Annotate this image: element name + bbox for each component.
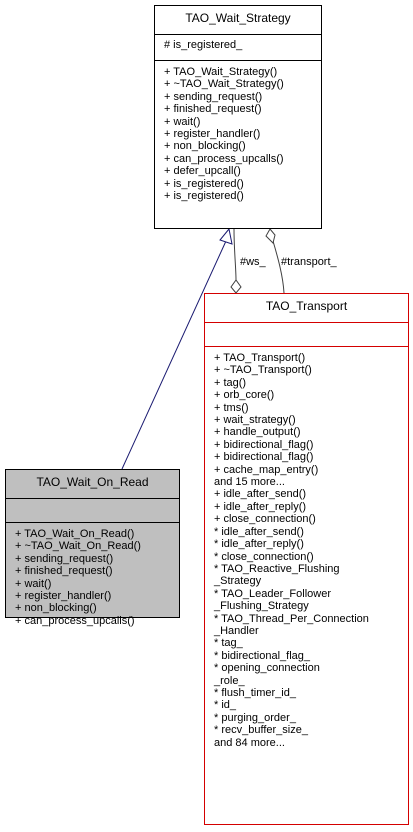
method-item: + non_blocking() bbox=[15, 602, 97, 615]
member-item: + orb_core() bbox=[214, 389, 275, 402]
member-item: + cache_map_entry() bbox=[214, 463, 319, 476]
method-item: + can_process_upcalls() bbox=[15, 614, 135, 627]
member-item: * TAO_Leader_Follower bbox=[214, 587, 331, 600]
wait-strategy-class[interactable]: TAO_Wait_Strategy # is_registered_ + TAO… bbox=[154, 5, 322, 229]
transport-association-edge bbox=[272, 240, 285, 294]
member-item: + close_connection() bbox=[214, 513, 316, 526]
member-item: + ~TAO_Transport() bbox=[214, 364, 312, 377]
member-item: * id_ bbox=[214, 699, 237, 712]
method-item: + ~TAO_Wait_Strategy() bbox=[164, 78, 284, 91]
member-item: + TAO_Transport() bbox=[214, 352, 306, 364]
member-item: + idle_after_reply() bbox=[214, 500, 307, 513]
ws-diamond bbox=[230, 279, 242, 294]
method-item: + wait() bbox=[15, 577, 52, 590]
transport-diamond bbox=[265, 228, 276, 244]
transport-attributes bbox=[205, 322, 408, 346]
member-item: + handle_output() bbox=[214, 426, 301, 439]
member-item: + wait_strategy() bbox=[214, 414, 296, 427]
wait-strategy-attributes: # is_registered_ bbox=[155, 34, 321, 60]
method-item: + defer_upcall() bbox=[164, 165, 241, 178]
attribute-item: # is_registered_ bbox=[164, 39, 243, 51]
inheritance-arrowhead bbox=[219, 227, 233, 245]
method-item: + is_registered() bbox=[164, 177, 244, 190]
method-item: + TAO_Wait_On_Read() bbox=[15, 528, 135, 540]
ws-edge-label: #ws_ bbox=[240, 256, 266, 268]
member-item: * recv_buffer_size_ bbox=[214, 724, 308, 737]
member-item: * close_connection() bbox=[214, 550, 314, 563]
member-item: + idle_after_send() bbox=[214, 488, 307, 501]
method-item: + can_process_upcalls() bbox=[164, 152, 284, 165]
wait-on-read-attributes bbox=[6, 498, 179, 522]
method-item: + register_handler() bbox=[15, 590, 112, 603]
member-item: + bidirectional_flag() bbox=[214, 438, 314, 451]
method-item: + sending_request() bbox=[164, 90, 263, 103]
transport-title: TAO_Transport bbox=[265, 299, 348, 313]
member-item: * TAO_Thread_Per_Connection bbox=[214, 612, 369, 625]
member-item: * opening_connection bbox=[214, 662, 320, 675]
method-item: + non_blocking() bbox=[164, 140, 246, 153]
wait-on-read-title: TAO_Wait_On_Read bbox=[36, 475, 149, 489]
member-item: * TAO_Reactive_Flushing bbox=[214, 562, 340, 575]
method-item: + register_handler() bbox=[164, 128, 261, 141]
ws-association-edge bbox=[233, 228, 237, 281]
member-item: * tag_ bbox=[214, 637, 243, 650]
method-item: + wait() bbox=[164, 115, 201, 128]
method-item: + finished_request() bbox=[15, 565, 113, 578]
method-item: + TAO_Wait_Strategy() bbox=[164, 66, 278, 78]
member-item: _Handler bbox=[214, 624, 259, 637]
member-item: + tag() bbox=[214, 376, 247, 389]
member-item: _Flushing_Strategy bbox=[214, 600, 309, 613]
inheritance-edge bbox=[121, 240, 227, 470]
wait-on-read-methods: + TAO_Wait_On_Read() + ~TAO_Wait_On_Read… bbox=[6, 522, 179, 627]
wait-strategy-methods: + TAO_Wait_Strategy() + ~TAO_Wait_Strate… bbox=[155, 60, 321, 228]
method-item: + finished_request() bbox=[164, 103, 262, 116]
more-link[interactable]: and 15 more... bbox=[214, 476, 285, 489]
method-item: + is_registered() bbox=[164, 190, 244, 203]
transport-members: + TAO_Transport() + ~TAO_Transport() + t… bbox=[205, 346, 408, 824]
member-item: * purging_order_ bbox=[214, 711, 296, 724]
member-item: _role_ bbox=[214, 674, 245, 687]
member-item: * idle_after_send() bbox=[214, 525, 304, 538]
transport-class[interactable]: TAO_Transport + TAO_Transport() + ~TAO_T… bbox=[204, 293, 409, 825]
method-item: + sending_request() bbox=[15, 552, 114, 565]
method-item: + ~TAO_Wait_On_Read() bbox=[15, 540, 141, 553]
member-item: _Strategy bbox=[214, 575, 262, 588]
member-item: * bidirectional_flag_ bbox=[214, 649, 311, 662]
member-item: * flush_timer_id_ bbox=[214, 686, 296, 699]
member-item: + bidirectional_flag() bbox=[214, 451, 314, 464]
more-link[interactable]: and 84 more... bbox=[214, 736, 285, 749]
wait-on-read-class[interactable]: TAO_Wait_On_Read + TAO_Wait_On_Read() + … bbox=[5, 469, 180, 627]
member-item: + tms() bbox=[214, 401, 249, 414]
member-item: * idle_after_reply() bbox=[214, 538, 304, 551]
wait-strategy-title: TAO_Wait_Strategy bbox=[185, 11, 291, 25]
transport-edge-label: #transport_ bbox=[281, 256, 337, 268]
